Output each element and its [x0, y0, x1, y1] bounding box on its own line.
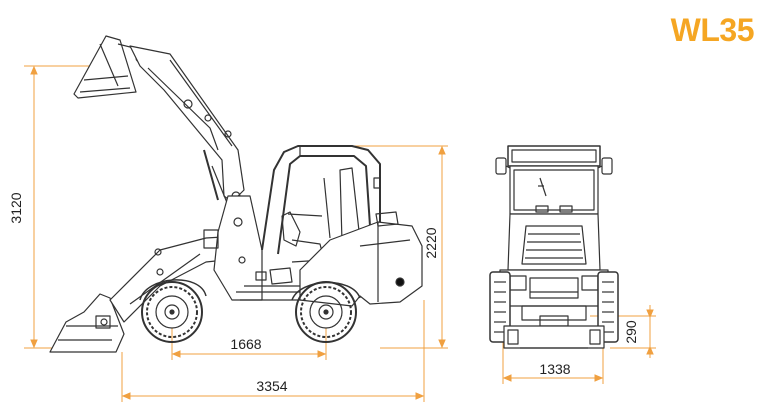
- lowered-bucket: [49, 293, 125, 353]
- length-dimension-line: [121, 300, 425, 402]
- wheelbase-dimension-line: [171, 328, 327, 360]
- front-wheel: [141, 281, 203, 343]
- front-axle: [499, 269, 609, 327]
- front-cab-frame: [495, 145, 613, 215]
- length-dimension-label: 3354: [256, 378, 287, 394]
- front-body: [507, 205, 601, 271]
- cab-height-dimension-label: 2220: [423, 227, 439, 258]
- loader-chassis: [203, 195, 311, 301]
- engine-hood: [299, 211, 423, 307]
- height-dimension-label: 3120: [8, 192, 24, 223]
- model-title: WL35: [670, 12, 755, 48]
- raised-boom-arm: [129, 45, 245, 211]
- clearance-dimension-label: 290: [623, 320, 639, 344]
- front-view-loader-drawing: [489, 145, 619, 349]
- side-view-loader-drawing: [49, 35, 423, 353]
- front-tread-block: [503, 325, 605, 349]
- track-width-dimension-label: 1338: [539, 361, 570, 377]
- front-right-tire: [597, 271, 619, 343]
- wheelbase-dimension-label: 1668: [230, 336, 261, 352]
- height-dimension-line: [24, 65, 100, 349]
- front-left-tire: [489, 271, 511, 343]
